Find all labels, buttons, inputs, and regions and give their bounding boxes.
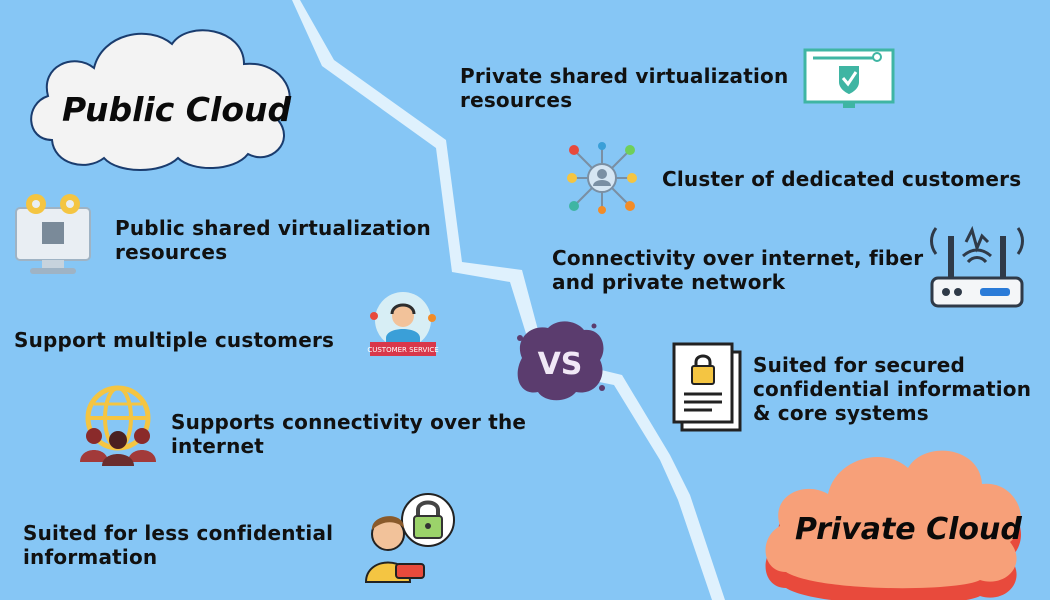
vs-label: VS	[538, 347, 583, 382]
router-icon	[930, 225, 1024, 308]
private-item-4-line1: Suited for secured	[753, 353, 966, 377]
secure-document-icon	[672, 342, 742, 432]
private-item-4-line3: & core systems	[753, 401, 929, 425]
public-item-2-line1: Support multiple customers	[14, 328, 335, 352]
private-item-1-line2: resources	[460, 88, 573, 112]
globe-people-icon	[80, 385, 156, 466]
customer-service-icon: CUSTOMER SERVICE	[367, 292, 439, 356]
private-item-1: Private shared virtualization resources	[460, 64, 788, 112]
private-item-4-line2: confidential information	[753, 377, 1032, 401]
public-item-1-line1: Public shared virtualization	[115, 216, 431, 240]
public-item-1: Public shared virtualization resources	[115, 216, 431, 264]
private-cloud-title: Private Cloud	[795, 512, 1022, 547]
public-item-3-line1: Supports connectivity over the	[171, 410, 527, 434]
private-item-3-line1: Connectivity over internet, fiber	[552, 246, 924, 270]
private-item-3: Connectivity over internet, fiber and pr…	[552, 246, 923, 294]
public-cloud-title: Public Cloud	[62, 90, 292, 129]
public-item-1-line2: resources	[115, 240, 228, 264]
private-item-4: Suited for secured confidential informat…	[753, 353, 1031, 425]
private-item-1-line1: Private shared virtualization	[460, 64, 789, 88]
private-item-2: Cluster of dedicated customers	[662, 167, 1021, 191]
private-item-2-line1: Cluster of dedicated customers	[662, 167, 1022, 191]
public-item-4-line1: Suited for less confidential	[23, 521, 334, 545]
private-item-3-line2: and private network	[552, 270, 786, 294]
public-item-4-line2: information	[23, 545, 158, 569]
monitor-check-icon	[803, 48, 895, 108]
network-cluster-icon	[567, 142, 637, 214]
public-item-3-line2: internet	[171, 434, 265, 458]
private-cloud-shape	[765, 450, 1021, 600]
person-lock-icon	[364, 493, 455, 583]
public-cloud-shape	[30, 29, 291, 171]
vs-badge: VS	[517, 321, 605, 401]
monitor-gears-icon	[15, 194, 91, 274]
customer-service-badge-text: CUSTOMER SERVICE	[367, 346, 438, 354]
public-item-2: Support multiple customers	[14, 328, 334, 352]
public-item-3: Supports connectivity over the internet	[171, 410, 526, 458]
public-item-4: Suited for less confidential information	[23, 521, 333, 569]
